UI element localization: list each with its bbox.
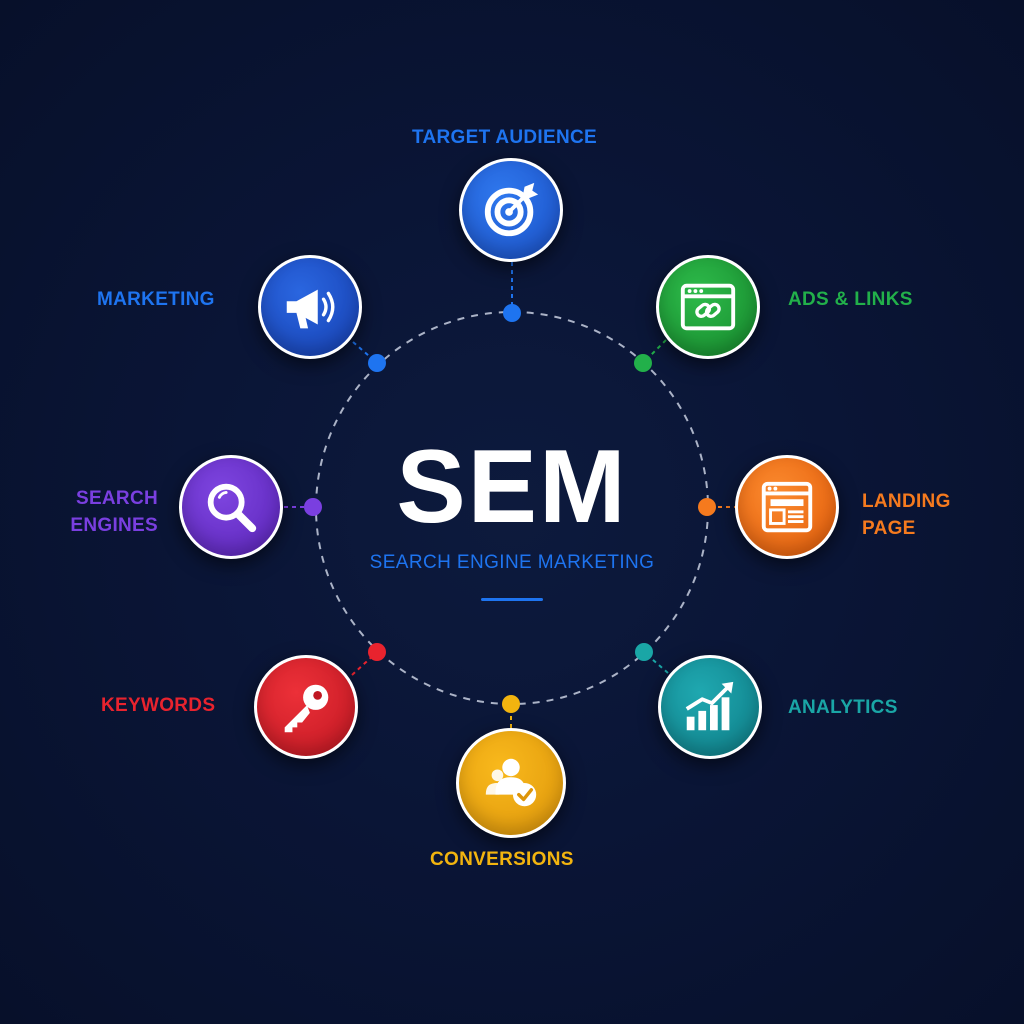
sem-subtitle: SEARCH ENGINE MARKETING (369, 552, 655, 573)
label-ads-links: ADS & LINKS (788, 289, 913, 310)
sem-title: SEM (396, 429, 628, 545)
node-keywords[interactable] (254, 655, 358, 759)
subtitle-underline (481, 598, 543, 601)
label-target-audience: TARGET AUDIENCE (412, 127, 597, 148)
key-icon (284, 684, 329, 733)
dot-search-engines (304, 498, 322, 516)
node-conversions[interactable] (456, 728, 566, 838)
label-conversions: CONVERSIONS (430, 849, 574, 870)
label-analytics: ANALYTICS (788, 697, 898, 718)
browser-link-icon (680, 283, 736, 331)
dot-ads-links (634, 354, 652, 372)
dot-conversions (502, 695, 520, 713)
dot-target-audience (503, 304, 521, 322)
chart-growth-icon (685, 681, 734, 731)
node-marketing[interactable] (258, 255, 362, 359)
node-target-audience[interactable] (459, 158, 563, 262)
dot-marketing (368, 354, 386, 372)
connector-keywords (351, 651, 378, 676)
node-landing-page[interactable] (735, 455, 839, 559)
magnifier-icon (207, 483, 257, 533)
dot-landing-page (698, 498, 716, 516)
label-marketing: MARKETING (97, 289, 215, 310)
dot-analytics (635, 643, 653, 661)
label-search-engines: SEARCH ENGINES (70, 488, 158, 536)
label-keywords: KEYWORDS (101, 695, 216, 716)
megaphone-icon (286, 289, 335, 329)
label-landing-page: LANDING PAGE (862, 491, 951, 539)
dot-keywords (368, 643, 386, 661)
target-icon (484, 182, 539, 237)
node-search-engines[interactable] (179, 455, 283, 559)
landing-page-icon (761, 481, 813, 533)
node-analytics[interactable] (658, 655, 762, 759)
user-check-icon (485, 758, 537, 807)
node-ads-links[interactable] (656, 255, 760, 359)
